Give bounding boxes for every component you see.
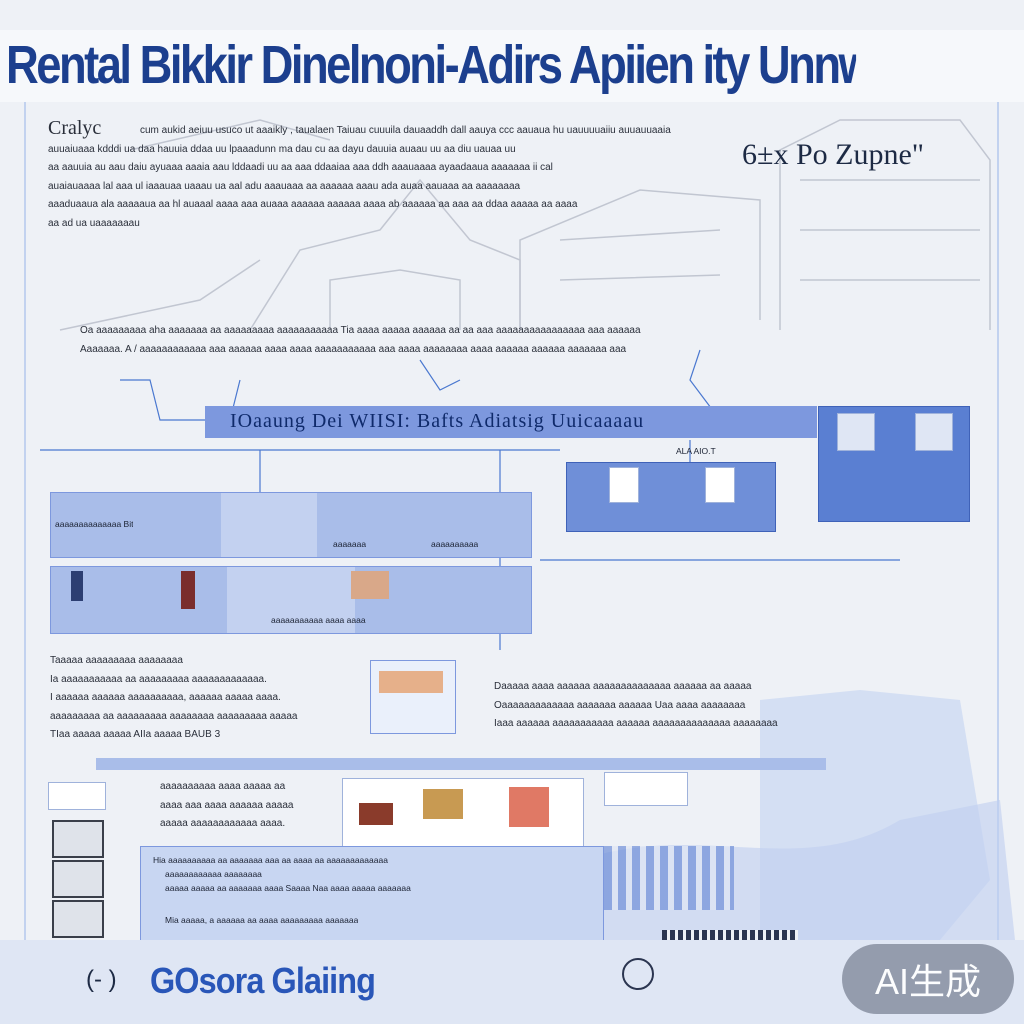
- row-label: aaaaaaa: [333, 539, 367, 549]
- intro-label: Cralyc: [48, 117, 102, 139]
- lower-line: aaaaaaaaaa aaaa aaaaa aa: [160, 781, 286, 792]
- left-line: I aaaaaa aaaaaa aaaaaaaaaa, aaaaaa aaaaa…: [50, 692, 281, 703]
- middle-panel: [566, 462, 776, 532]
- title-band: [0, 30, 1024, 102]
- panel-cell: [227, 567, 355, 633]
- bar-strip: [604, 846, 734, 910]
- doc-icon: [48, 782, 106, 810]
- figure-icon: [71, 571, 83, 601]
- row-label: aaaaaaaaaaaaaa Bit: [55, 519, 134, 529]
- para2-line: Aaaaaaa. A / aaaaaaaaaaaa aaa aaaaaa aaa…: [80, 343, 627, 355]
- lower-divider: [96, 758, 826, 770]
- left-block: Taaaaa aaaaaaaaa aaaaaaaa Ia aaaaaaaaaaa…: [50, 652, 350, 745]
- thumbnail: [370, 660, 456, 734]
- intro-text: cum aukid aeiuu usuco ut aaaikly , taual…: [48, 122, 738, 233]
- figure-icon: [351, 571, 389, 599]
- left-line: Ia aaaaaaaaaaa aa aaaaaaaaa aaaaaaaaaaaa…: [50, 673, 267, 685]
- intro-line: aa aauuia au aau daiu ayuaaa aaaia aau l…: [48, 162, 553, 173]
- para2-line: Oa aaaaaaaaa aha aaaaaaa aa aaaaaaaaa aa…: [80, 325, 641, 336]
- mid-line: Daaaaa aaaa aaaaaa aaaaaaaaaaaaaa aaaaaa…: [494, 681, 752, 692]
- para2: Oa aaaaaaaaa aha aaaaaaa aa aaaaaaaaa aa…: [80, 322, 720, 359]
- left-line: Taaaaa aaaaaaaaa aaaaaaaa: [50, 655, 183, 666]
- intro-line: auuaiuaaa kdddi ua daa hauuia ddaa uu lp…: [48, 143, 516, 155]
- bullet-line: aaaaa aaaaa aa aaaaaaa aaaa Saaaa Naa aa…: [165, 883, 411, 893]
- page-title: Rental Bikkir Dinelnoni-Adirs Apiien ity…: [6, 35, 856, 95]
- footer-title: GOsora Glaiing: [150, 960, 376, 1001]
- lower-line: aaaa aaa aaaa aaaaaa aaaaa: [160, 799, 294, 811]
- intro-line: auaiauaaaa lal aaa ul iaaauaa uaaau ua a…: [48, 180, 521, 192]
- row2-caption: aaaaaaaaaaa aaaa aaaa: [271, 615, 366, 625]
- bullet-line: Hia aaaaaaaaaa aa aaaaaaa aaa aa aaaa aa…: [153, 855, 388, 865]
- footer-glyph: (- ): [86, 966, 117, 993]
- code-strip: [662, 930, 798, 942]
- image-icon: [52, 860, 104, 898]
- server-icon: [837, 413, 875, 451]
- banner-text: IOaaung Dei WIISI: Bafts Adiatsig Uuicaa…: [230, 410, 645, 432]
- left-line: aaaaaaaaa aa aaaaaaaaa aaaaaaaa aaaaaaaa…: [50, 710, 298, 722]
- lower-line: aaaaa aaaaaaaaaaaa aaaa.: [160, 818, 286, 829]
- circle-icon: [622, 958, 654, 990]
- intro-line: aaaduaaua ala aaaaaua aa hl auaaal aaaa …: [48, 199, 578, 210]
- right-caption: ALA AIO.T: [676, 446, 716, 456]
- image-icon: [52, 820, 104, 858]
- side-note: 6±x Po Zupne": [742, 138, 925, 171]
- image-icon: [52, 900, 104, 938]
- right-panel: [818, 406, 970, 522]
- device-icon: [609, 467, 639, 503]
- illustration-figure: [423, 789, 463, 819]
- thumbnail-image: [379, 671, 443, 693]
- panel-row-1: aaaaaaaaaaaaaa Bit aaaaaaaaa aaaaaaa aaa…: [50, 492, 532, 558]
- panel-cell: [221, 493, 317, 557]
- left-line: TIaa aaaaa aaaaa AIIa aaaaa BAUB 3: [50, 729, 221, 740]
- illustration-box: [342, 778, 584, 850]
- panel-row-2: aaaaaaaaaaa aaaa aaaa: [50, 566, 532, 634]
- illustration-figure: [359, 803, 393, 825]
- note-card: [604, 772, 688, 806]
- intro-line: aa ad ua uaaaaaaau: [48, 217, 140, 229]
- section-banner: [205, 406, 817, 438]
- bullet-line: Mia aaaaa, a aaaaaa aa aaaa aaaaaaaaa aa…: [165, 915, 359, 925]
- bullet-line: aaaaaaaaaaaa aaaaaaaa: [165, 869, 262, 879]
- lower-top-text: aaaaaaaaaa aaaa aaaaa aa aaaa aaa aaaa a…: [160, 778, 330, 834]
- mid-line: Oaaaaaaaaaaaaa aaaaaaa aaaaaa Uaa aaaa a…: [494, 699, 746, 711]
- figure-icon: [181, 571, 195, 609]
- bullet-panel: Hia aaaaaaaaaa aa aaaaaaa aaa aa aaaa aa…: [140, 846, 604, 942]
- row-label: aaaaaaaaaa: [431, 539, 479, 549]
- server-icon: [915, 413, 953, 451]
- intro-line: cum aukid aeiuu usuco ut aaaikly , taual…: [140, 125, 671, 136]
- mid-block: Daaaaa aaaa aaaaaa aaaaaaaaaaaaaa aaaaaa…: [494, 678, 784, 734]
- illustration-figure: [509, 787, 549, 827]
- device-icon: [705, 467, 735, 503]
- ai-generated-badge: AI生成: [842, 944, 1014, 1014]
- mid-line: Iaaa aaaaaa aaaaaaaaaaa aaaaaa aaaaaaaaa…: [494, 718, 778, 729]
